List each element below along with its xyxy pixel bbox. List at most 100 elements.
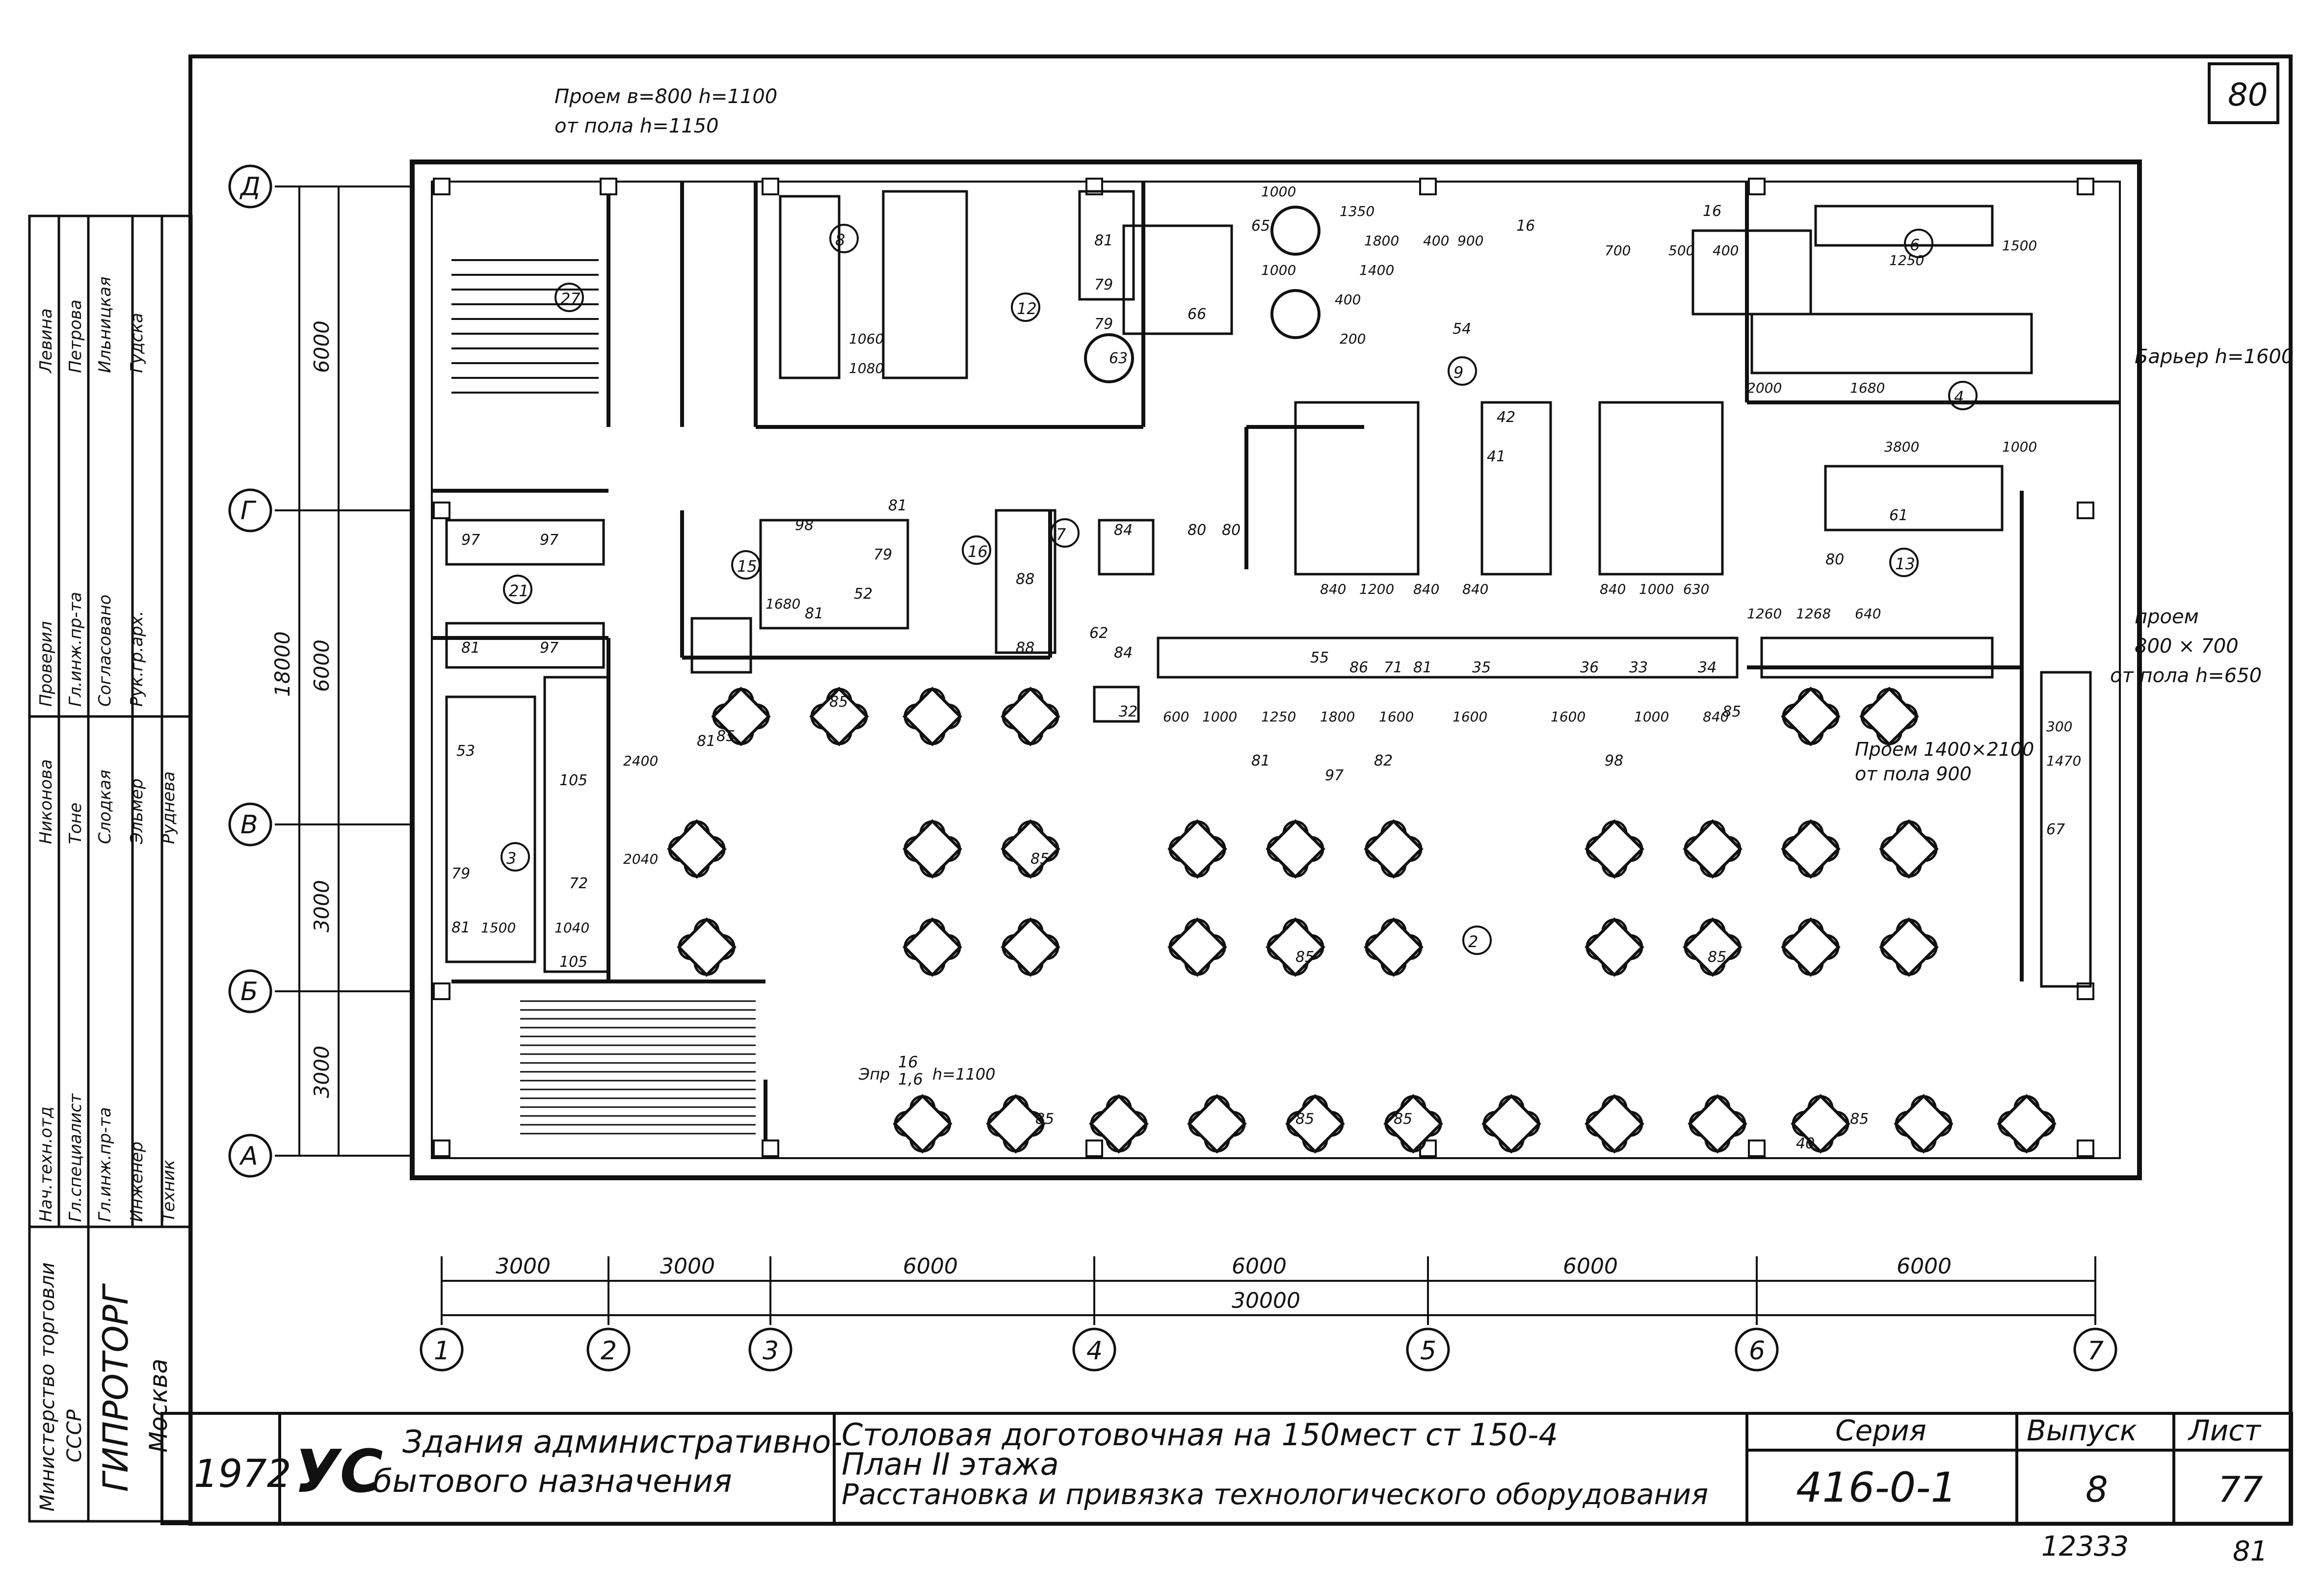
dining-table [1383, 1094, 1443, 1154]
equipment-label: 85 [1722, 703, 1741, 720]
org-name: ГИПРОТОРГ [96, 1283, 136, 1492]
row-span: 6000 [310, 320, 334, 373]
stamp-role-2: Рук.гр.арх. [127, 610, 147, 707]
dining-table [1285, 1094, 1345, 1154]
axis-bubble [228, 164, 272, 209]
dimension: 840 [1320, 581, 1346, 597]
axis-label: В [240, 810, 258, 840]
dimension: 1000 [1202, 709, 1237, 725]
total-width: 30000 [1232, 1288, 1300, 1313]
equipment-label: 85 [1030, 850, 1049, 868]
table-top [1001, 687, 1060, 746]
room-number: 12 [1017, 299, 1037, 318]
room-number: 16 [968, 542, 988, 561]
stamp-name: Слодкая [95, 769, 115, 844]
dining-table [1001, 917, 1060, 977]
axis-label: Б [240, 977, 258, 1007]
window-note: 16 [898, 1053, 918, 1071]
axis-bubble [586, 1327, 631, 1372]
stamp-name: Руднева [159, 771, 179, 844]
room-number: 6 [1910, 236, 1920, 254]
title-line3: Расстановка и привязка технологического … [842, 1478, 1708, 1511]
dining-table [1585, 819, 1644, 879]
dimension: 1060 [849, 331, 884, 347]
equipment-label: 97 [540, 531, 558, 549]
stamp-role: Гл.специалист [66, 1093, 85, 1222]
opening-note: Проем 1400×2100 [1855, 739, 2034, 760]
opening-note: Проем в=800 h=1100 [555, 85, 777, 108]
dimension: 1250 [1889, 252, 1924, 268]
equipment-label: 80 [1222, 522, 1241, 539]
equipment-label: 85 [1295, 1111, 1314, 1128]
kettle [1084, 333, 1134, 383]
equipment-label: 42 [1497, 409, 1515, 426]
axis-bubble [228, 969, 272, 1013]
table-top [1266, 819, 1325, 879]
room-bubble [555, 283, 584, 312]
table-top [893, 1094, 952, 1154]
kettle [1270, 289, 1320, 339]
room-bubble [1462, 926, 1492, 955]
equipment-label: 35 [1472, 659, 1491, 676]
equipment-label: 98 [795, 517, 814, 534]
dining-table [1167, 819, 1227, 879]
col-span: 3000 [660, 1254, 715, 1279]
axis-bubble [1735, 1327, 1779, 1372]
stamp-name-2: Ильницкая [95, 277, 115, 373]
table-top [1894, 1094, 1954, 1154]
table-top [1585, 1094, 1644, 1154]
issue-label: Выпуск [2027, 1414, 2137, 1447]
stamp-name-2: Левина [36, 308, 56, 374]
equipment-label: 55 [1310, 649, 1329, 666]
dining-table [902, 687, 962, 746]
stamp-name: Эльмер [127, 778, 147, 845]
dimension: 200 [1340, 331, 1366, 347]
equipment-block [995, 509, 1056, 654]
dining-table [1585, 917, 1644, 977]
dining-table [1879, 917, 1939, 977]
equipment-block [1760, 636, 1994, 679]
dining-table [1001, 819, 1060, 879]
structural-column [433, 502, 450, 519]
structural-column [2077, 1140, 2094, 1157]
axis-label: 7 [2087, 1336, 2104, 1366]
dimension: 2040 [623, 851, 658, 867]
stamp-role-2: Проверил [36, 621, 56, 707]
axis-label: 5 [1420, 1336, 1436, 1366]
title-line2: План II этажа [842, 1446, 1059, 1482]
stamp-role-2: Согласовано [95, 595, 115, 707]
building-type-line1: Здания административно- [402, 1424, 843, 1460]
equipment-label: 71 [1384, 659, 1402, 676]
dimension: 1000 [1261, 184, 1296, 200]
equipment-label: 52 [854, 585, 872, 603]
window-note: 1,6 [898, 1070, 923, 1088]
row-span: 6000 [310, 639, 334, 692]
col-span: 3000 [496, 1254, 551, 1279]
dining-table [667, 819, 727, 879]
axis-label: 2 [601, 1336, 617, 1366]
dining-table [1481, 1094, 1541, 1154]
equipment-block [445, 622, 605, 669]
equipment-label: 80 [1825, 551, 1844, 568]
equipment-block [1750, 313, 2033, 374]
table-top [711, 687, 771, 746]
equipment-label: 81 [697, 733, 715, 750]
axis-bubble [420, 1327, 464, 1372]
window-note: Эпр [858, 1065, 890, 1084]
axis-label: 6 [1749, 1336, 1765, 1366]
dimension: 900 [1457, 233, 1483, 249]
total-height: 18000 [270, 631, 294, 697]
dining-table [902, 917, 962, 977]
table-top [1683, 819, 1743, 879]
col-span: 6000 [1563, 1254, 1618, 1279]
dining-table [1683, 819, 1743, 879]
equipment-label: 105 [559, 954, 587, 971]
dimension: 1000 [1639, 581, 1674, 597]
equipment-label: 33 [1629, 659, 1648, 676]
equipment-block [1098, 519, 1155, 576]
table-top [1859, 687, 1919, 746]
side-stamp [28, 214, 193, 1523]
axis-bubble [228, 488, 272, 532]
sheet-tag: 80 [2228, 77, 2268, 113]
